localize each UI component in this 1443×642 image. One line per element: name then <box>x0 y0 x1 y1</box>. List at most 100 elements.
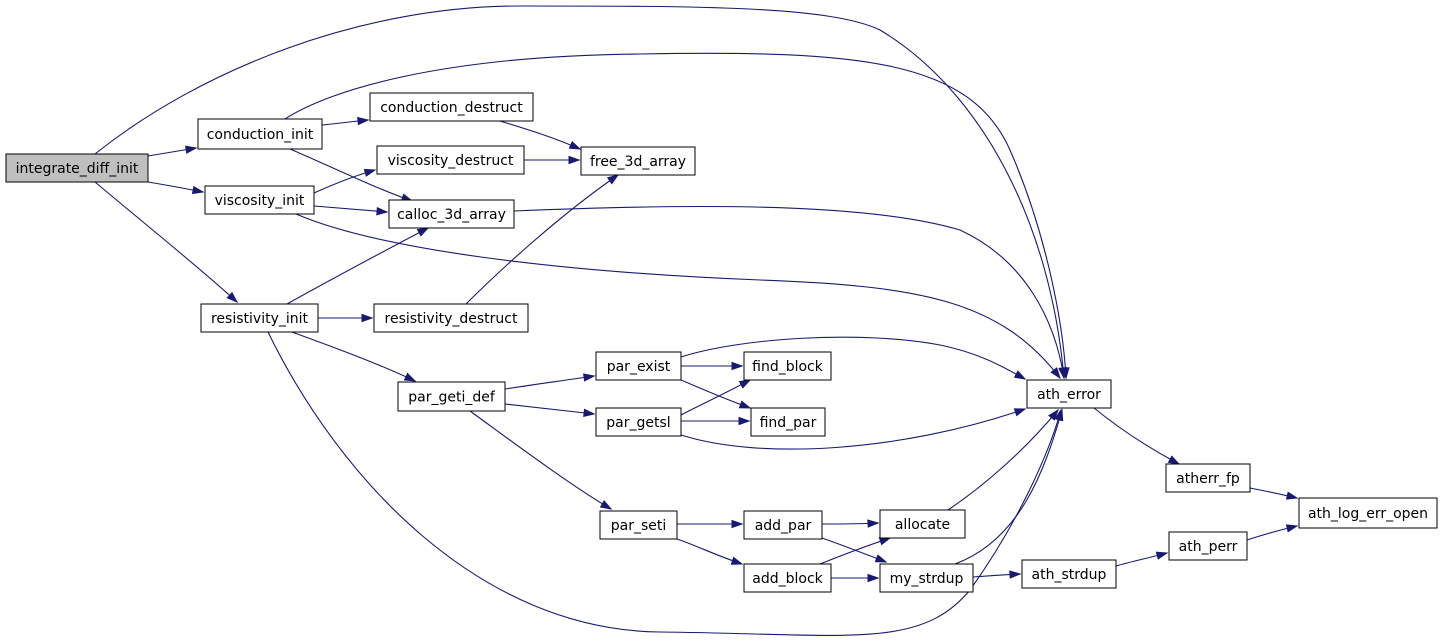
nodes-layer: integrate_diff_init conduction_initviscos… <box>5 92 1438 593</box>
edge-calloc-3d-array-to-ath-error <box>513 205 1067 380</box>
node-add-par[interactable]: add_par <box>743 510 823 540</box>
node-ath-perr[interactable]: ath_perr <box>1168 531 1248 561</box>
arrowhead <box>1048 408 1059 421</box>
node-add-block[interactable]: add_block <box>743 563 832 593</box>
arrowhead <box>867 573 880 583</box>
edge-integrate-diff-init-to-viscosity-init <box>147 181 205 195</box>
arrowhead <box>583 408 596 417</box>
node-box <box>1298 497 1438 529</box>
edge-my-strdup-to-ath-strdup <box>972 570 1022 579</box>
node-resistivity-destruct[interactable]: resistivity_destruct <box>373 303 529 333</box>
node-box <box>599 510 678 540</box>
node-resistivity-init[interactable]: resistivity_init <box>200 303 319 333</box>
node-label: find_block <box>752 359 824 375</box>
edge-line <box>680 336 1026 380</box>
node-box <box>397 381 506 412</box>
edge-viscosity-destruct-to-free-3d-array <box>523 155 581 165</box>
edge-ath-strdup-to-ath-perr <box>1115 551 1169 567</box>
edge-line <box>680 379 751 416</box>
edge-allocate-to-ath-error <box>947 408 1059 511</box>
node-label: integrate_diff_init <box>16 161 139 177</box>
edge-line <box>295 213 1061 379</box>
node-box <box>1026 379 1112 409</box>
edge-par-exist-to-find-par <box>680 379 752 409</box>
node-allocate[interactable]: allocate <box>879 509 966 539</box>
node-par-getsl[interactable]: par_getsl <box>595 407 682 437</box>
node-integrate-diff-init[interactable]: integrate_diff_init <box>5 153 149 183</box>
edge-viscosity-init-to-ath-error <box>295 213 1061 380</box>
edge-line <box>680 379 751 409</box>
arrowhead <box>226 291 239 304</box>
node-label: conduction_init <box>207 127 314 143</box>
node-label: ath_error <box>1037 387 1101 403</box>
node-box <box>369 92 534 122</box>
node-par-seti[interactable]: par_seti <box>599 510 678 540</box>
arrowhead <box>1155 551 1169 560</box>
node-ath-log-err-open[interactable]: ath_log_err_open <box>1298 497 1438 529</box>
edge-line <box>504 375 595 390</box>
node-box <box>1168 531 1248 561</box>
node-label: ath_perr <box>1179 539 1238 555</box>
edge-line <box>94 181 238 303</box>
node-calloc-3d-array[interactable]: calloc_3d_array <box>388 199 515 229</box>
edge-line <box>504 403 595 415</box>
edge-integrate-diff-init-to-conduction-init <box>147 145 198 157</box>
arrowhead <box>184 145 198 154</box>
node-par-geti-def[interactable]: par_geti_def <box>397 381 506 412</box>
edge-par-geti-def-to-par-getsl <box>504 403 596 417</box>
node-label: par_exist <box>607 359 671 375</box>
edge-resistivity-init-to-resistivity-destruct <box>318 313 374 323</box>
edge-line <box>1093 407 1180 465</box>
arrowhead <box>731 361 744 371</box>
arrowhead <box>1050 367 1061 380</box>
node-label: ath_strdup <box>1032 567 1107 583</box>
node-box <box>373 303 529 333</box>
node-box <box>200 303 319 333</box>
edge-ath-error-to-atherr-fp <box>1093 407 1181 465</box>
node-label: atherr_fp <box>1176 471 1240 487</box>
arrowhead <box>1285 491 1299 500</box>
node-label: allocate <box>895 517 950 533</box>
node-find-block[interactable]: find_block <box>743 351 832 381</box>
edge-conduction-init-to-conduction-destruct <box>321 116 370 126</box>
edge-line <box>291 331 416 382</box>
node-ath-strdup[interactable]: ath_strdup <box>1021 559 1117 589</box>
arrowhead <box>599 500 613 510</box>
edge-add-block-to-my-strdup <box>831 573 880 583</box>
edge-my-strdup-to-ath-error <box>954 408 1064 565</box>
edge-resistivity-init-to-par-geti-def <box>291 331 417 382</box>
node-box <box>376 145 525 175</box>
node-label: viscosity_destruct <box>388 153 514 169</box>
arrowhead <box>1013 408 1027 417</box>
node-label: resistivity_destruct <box>385 311 518 327</box>
node-viscosity-init[interactable]: viscosity_init <box>204 185 315 215</box>
node-ath-error[interactable]: ath_error <box>1026 379 1112 409</box>
node-atherr-fp[interactable]: atherr_fp <box>1165 463 1251 493</box>
node-label: free_3d_array <box>590 154 686 170</box>
node-viscosity-destruct[interactable]: viscosity_destruct <box>376 145 525 175</box>
edge-add-par-to-allocate <box>821 519 880 528</box>
node-conduction-destruct[interactable]: conduction_destruct <box>369 92 534 122</box>
node-find-par[interactable]: find_par <box>750 407 826 437</box>
edge-par-exist-to-find-block <box>681 361 744 371</box>
node-my-strdup[interactable]: my_strdup <box>879 563 974 593</box>
node-par-exist[interactable]: par_exist <box>595 351 682 381</box>
edge-line <box>313 205 388 213</box>
arrowhead <box>1055 408 1064 422</box>
edge-line <box>465 174 619 305</box>
arrowhead <box>191 185 205 195</box>
arrowhead <box>361 313 374 323</box>
node-conduction-init[interactable]: conduction_init <box>197 118 323 150</box>
edge-par-getsl-to-find-par <box>680 416 751 426</box>
node-box <box>743 351 832 381</box>
arrowhead <box>738 379 752 389</box>
node-label: add_block <box>752 571 823 587</box>
node-free-3d-array[interactable]: free_3d_array <box>580 146 696 176</box>
node-label: ath_log_err_open <box>1308 506 1428 522</box>
node-label: add_par <box>755 518 812 534</box>
arrowhead <box>738 416 751 426</box>
edge-line <box>284 52 1067 379</box>
edge-line <box>94 5 1065 379</box>
node-box <box>388 199 515 229</box>
